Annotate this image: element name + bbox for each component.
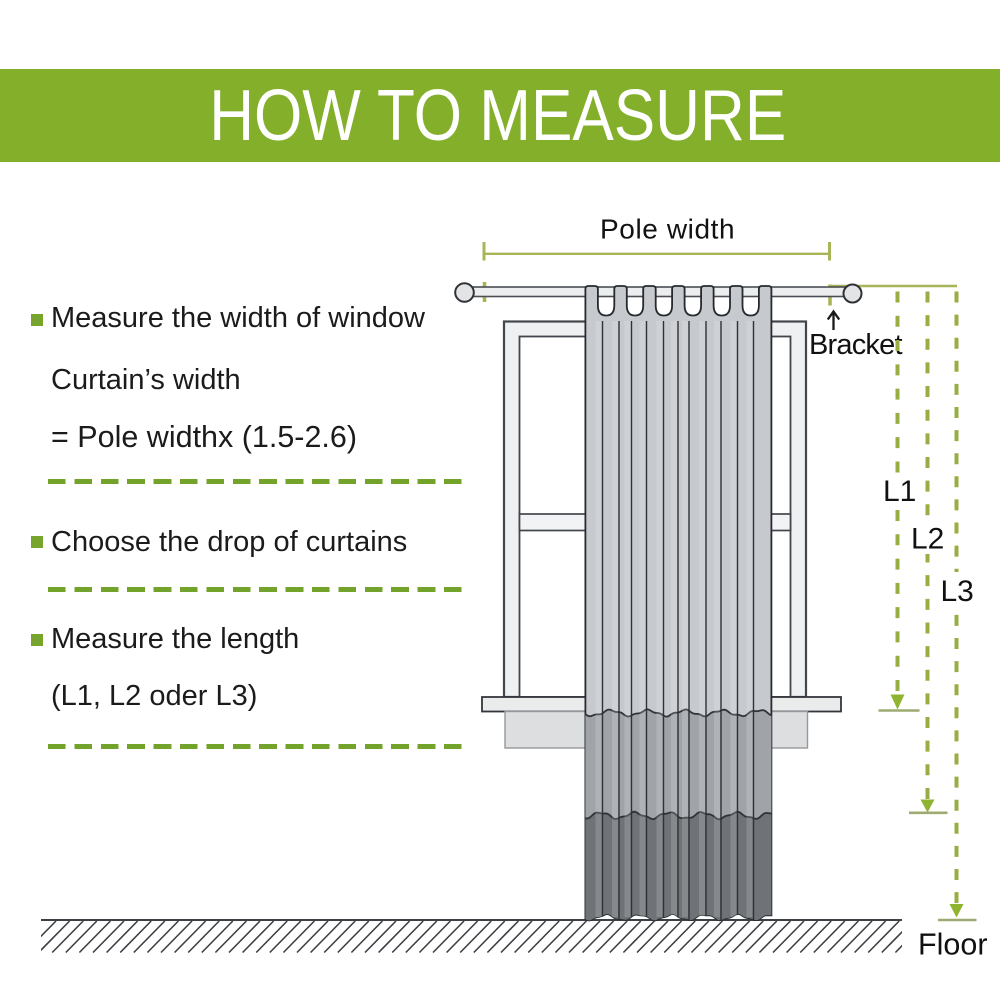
svg-text:Floor: Floor xyxy=(918,928,988,962)
svg-text:Pole width: Pole width xyxy=(600,214,735,245)
svg-text:Bracket: Bracket xyxy=(809,329,902,361)
svg-text:L3: L3 xyxy=(941,575,974,608)
svg-text:L1: L1 xyxy=(883,475,916,508)
svg-text:L2: L2 xyxy=(911,523,944,556)
